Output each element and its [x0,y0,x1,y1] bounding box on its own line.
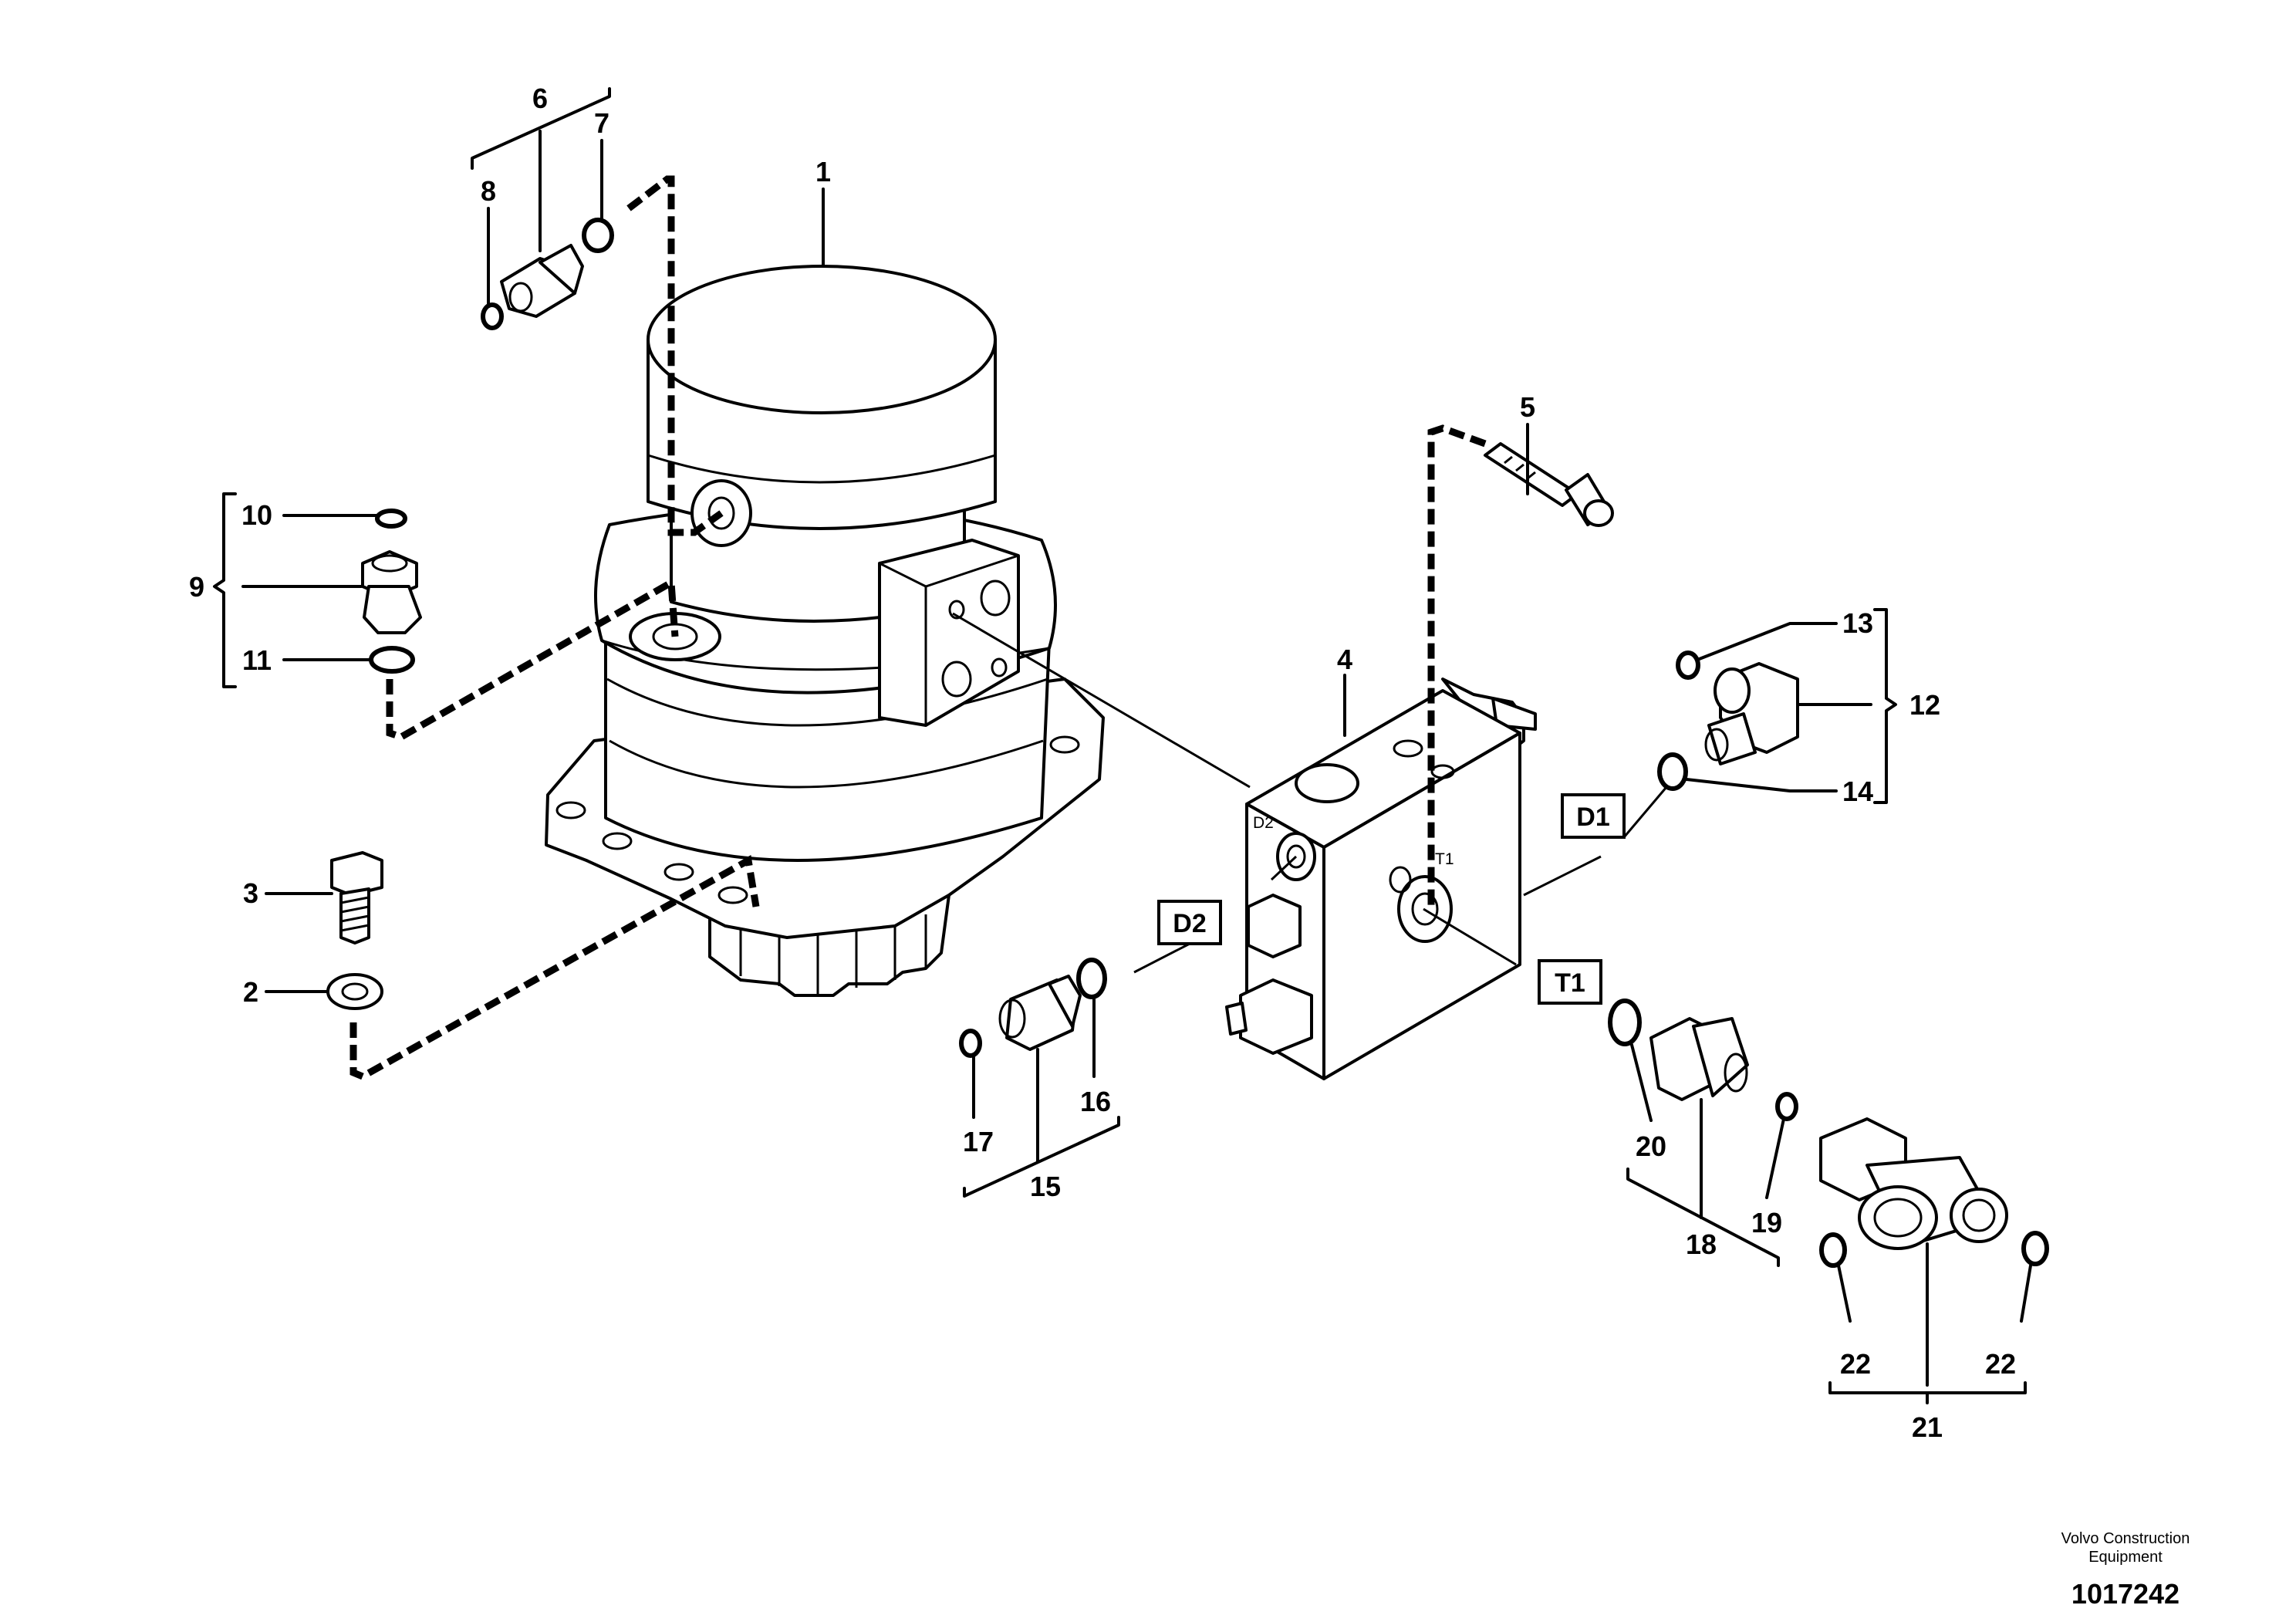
callout-4: 4 [1337,644,1352,675]
callout-13: 13 [1842,607,1873,639]
o-ring-part-16 [1076,958,1107,999]
o-ring-part-10 [375,509,407,529]
callout-9: 9 [189,571,204,603]
callout-3: 3 [243,877,258,909]
port-box-d2-label: D2 [1173,909,1206,938]
o-ring-part-14 [1657,752,1688,791]
bolt-part-3 [330,851,383,944]
block-mark-d2: D2 [1253,814,1274,832]
valve-block-part-4: D2 T1 [1225,678,1537,1080]
tee-fitting-part-21 [1819,1117,2008,1250]
o-ring-part-17 [959,1029,982,1058]
port-box-t1: T1 [1538,959,1602,1005]
o-ring-part-20 [1608,999,1642,1046]
motor-side-port-block [878,539,1020,727]
port-box-d1-label: D1 [1576,803,1609,832]
callout-22-right: 22 [1985,1348,2016,1380]
o-ring-part-22-left [1819,1232,1847,1268]
callout-11: 11 [242,644,272,676]
connection-lines [952,612,1668,974]
block-mark-t1: T1 [1435,850,1454,868]
footer-company-line1: Volvo Construction [2061,1530,2190,1547]
fitting-part-18 [1649,1017,1749,1101]
callout-15: 15 [1030,1171,1061,1202]
callout-14: 14 [1842,776,1873,807]
o-ring-part-13 [1676,650,1700,680]
o-ring-part-11 [369,646,415,674]
callout-6: 6 [532,83,548,114]
callout-7: 7 [594,107,609,139]
callout-20: 20 [1636,1130,1666,1162]
callout-8: 8 [481,175,496,207]
port-box-d2: D2 [1157,900,1222,945]
port-box-d1: D1 [1561,793,1626,839]
callout-12: 12 [1909,689,1940,721]
footer-company-line2: Equipment [2088,1549,2163,1566]
bolt-part-5 [1484,442,1614,527]
callout-5: 5 [1520,391,1535,423]
callout-22-left: 22 [1840,1348,1871,1380]
port-label-boxes: D1 D2 T1 [1157,793,1626,1005]
fitting-part-9 [361,550,422,634]
fitting-part-15 [998,975,1082,1051]
footer-doc-number: 1017242 [2071,1578,2180,1610]
flange-bolt-holes [555,735,1080,904]
leader-lines [213,87,2032,1404]
o-ring-part-19 [1775,1092,1798,1121]
port-box-t1-label: T1 [1555,968,1585,998]
callout-10: 10 [241,499,272,531]
washer-part-2 [326,973,383,1010]
elbow-fitting-part-12 [1704,662,1799,765]
callout-21: 21 [1912,1411,1943,1443]
callout-19: 19 [1751,1207,1782,1238]
fitting-part-6 [500,244,584,318]
swing-motor-part-1 [545,265,1105,997]
o-ring-part-8 [481,302,504,330]
motor-cap-top [647,265,997,414]
o-ring-part-22-right [2021,1231,2049,1266]
callout-16: 16 [1080,1086,1111,1117]
callout-1: 1 [815,156,831,188]
footer: Volvo Construction Equipment 1017242 [2061,1530,2190,1610]
callout-labels: 1 2 3 4 5 6 7 8 9 10 11 12 13 14 15 16 1… [189,83,2016,1443]
assembly-path-lines [349,175,1487,1080]
callout-2: 2 [243,976,258,1008]
callout-17: 17 [963,1126,994,1157]
o-ring-part-7 [582,218,614,253]
callout-18: 18 [1686,1228,1717,1260]
